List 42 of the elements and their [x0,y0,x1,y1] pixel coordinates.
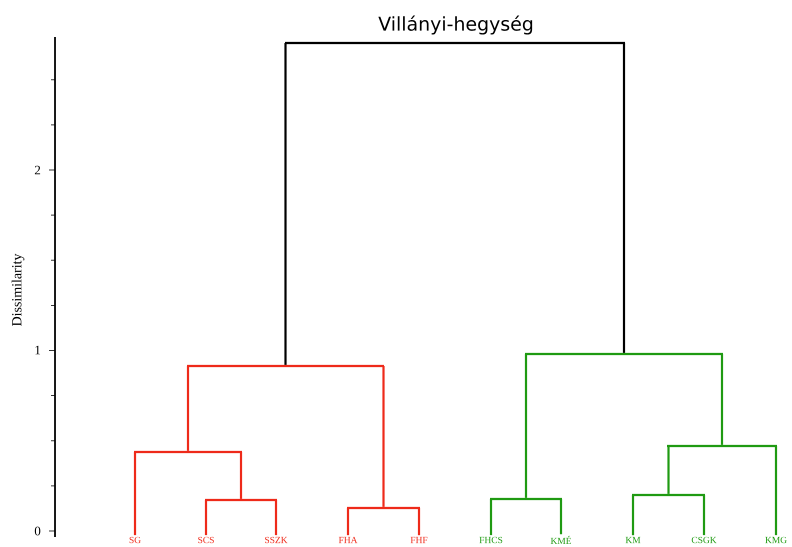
merge-bar [347,506,420,510]
leaf-label: SSZK [265,536,288,544]
merge-bar [667,444,777,448]
axis-label: Dissimilarity [12,254,24,326]
dendrogram-branch [702,495,706,536]
leaf-label: KM [626,536,640,544]
dendrogram-branch [774,446,778,536]
leaf-label: CSGK [692,536,717,544]
merge-bar [285,42,625,44]
tick-label: 1 [35,346,40,354]
tick-label: 0 [34,526,40,536]
tick-label: 2 [34,166,40,174]
dendrogram-branch [418,508,420,536]
dendrogram-branch [346,508,350,536]
leaf-label: SG [130,536,141,544]
merge-bar [490,498,562,500]
dendrogram-branch [524,354,528,498]
dendrogram-branch [186,366,190,451]
dendrogram-branch [204,500,208,536]
dendrogram-branch [274,500,278,536]
merge-bar [134,450,242,454]
dendrogram-branch [382,366,385,507]
dendrogram-branch [667,446,670,494]
leaf-label: FHF [410,536,428,544]
dendrogram-branch [284,43,287,365]
dendrogram-branch [560,499,562,534]
leaf-label: KMÉ [550,536,572,544]
dendrogram-branch [490,499,492,536]
dendrogram-branch [240,452,242,499]
merge-bar [187,364,384,368]
leaf-label: SCS [198,536,214,544]
merge-bar [205,498,277,502]
dendrogram-branch [632,495,634,536]
merge-bar [525,352,723,356]
leaf-label: FHCS [479,536,502,544]
title: Villányi-hegység [378,15,532,35]
dendrogram-branch [720,354,724,445]
dendrogram-branch [622,43,626,353]
merge-bar [632,494,705,496]
leaf-label: KMG [765,536,787,544]
leaf-label: FHA [338,536,358,544]
dendrogram-branch [134,452,136,536]
